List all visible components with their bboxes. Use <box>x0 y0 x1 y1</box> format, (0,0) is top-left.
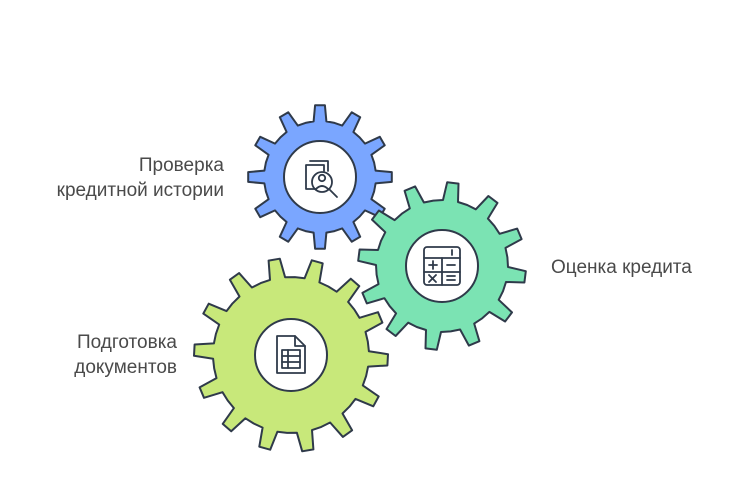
credit-history-search-icon <box>305 160 338 198</box>
label-line: Проверка <box>138 155 224 176</box>
label-credit-assessment: Оценка кредита <box>551 255 692 280</box>
document-icon <box>276 335 306 374</box>
label-line: Подготовка <box>76 332 177 353</box>
gear-hub <box>283 140 357 214</box>
gear-credit-history <box>247 104 393 250</box>
label-line: Оценка кредита <box>551 257 692 278</box>
calculator-icon <box>423 246 461 286</box>
label-credit-history: Проверка кредитной истории <box>57 153 224 203</box>
label-line: документов <box>74 357 177 378</box>
label-document-preparation: Подготовка документов <box>74 330 177 380</box>
label-line: кредитной истории <box>56 180 224 201</box>
gear-credit-assessment <box>357 181 527 351</box>
gear-document-preparation <box>193 257 389 453</box>
gear-hub <box>254 318 328 392</box>
